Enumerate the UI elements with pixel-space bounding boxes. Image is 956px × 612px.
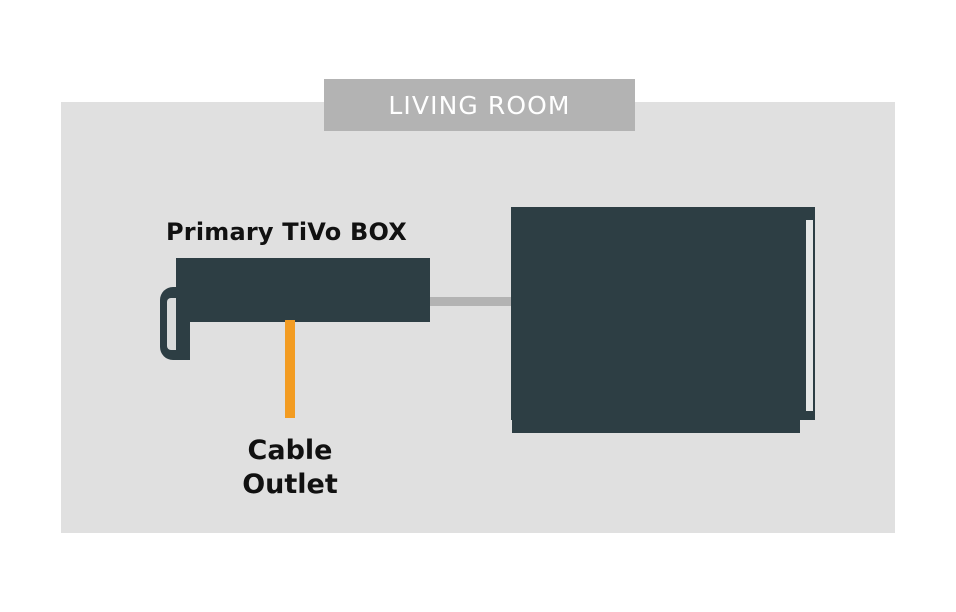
cable-outlet-label-line2: Outlet xyxy=(242,469,338,501)
tivo-box-device xyxy=(158,250,438,360)
television-screen-panel xyxy=(511,207,815,420)
television-side-slot-icon xyxy=(806,220,813,411)
tivo-box-side-slot-icon xyxy=(167,298,176,350)
cable-outlet-label-line1: Cable xyxy=(247,435,333,466)
hdmi-cable-line xyxy=(430,297,512,306)
room-banner: LIVING ROOM xyxy=(324,79,635,131)
television-device xyxy=(505,203,823,439)
cable-outlet-label: Cable Outlet xyxy=(190,434,390,502)
television-base-stand xyxy=(512,420,800,433)
tivo-box-label: Primary TiVo BOX xyxy=(166,218,407,246)
tivo-box-chassis xyxy=(176,258,430,322)
room-banner-label: LIVING ROOM xyxy=(388,90,571,120)
coax-cable-line xyxy=(285,320,295,418)
